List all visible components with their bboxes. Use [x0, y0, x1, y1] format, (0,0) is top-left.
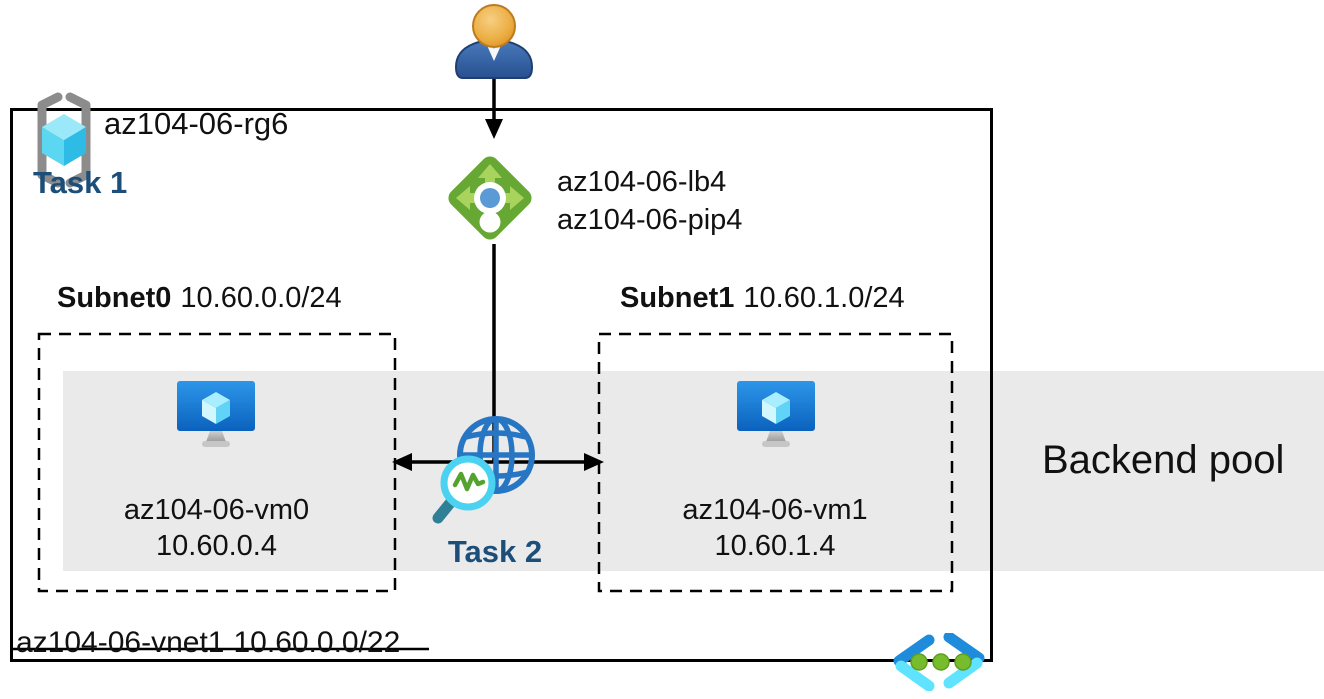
vm0-ip: 10.60.0.4 [156, 530, 277, 562]
subnet1-name: Subnet1 [620, 282, 735, 314]
vm1-ip: 10.60.1.4 [714, 530, 836, 562]
vm0-name: az104-06-vm0 [123, 494, 310, 526]
vnet-cidr: 10.60.0.0/22 [233, 626, 401, 659]
user-collar [485, 38, 503, 61]
vnet-name: az104-06-vnet1 [16, 626, 225, 659]
user-head [472, 4, 516, 48]
vm1-name: az104-06-vm1 [682, 494, 868, 526]
subnet0-cidr: 10.60.0.0/24 [180, 282, 342, 314]
vm1-label: az104-06-vm1 10.60.1.4 [598, 492, 952, 564]
task1-label: Task 1 [33, 165, 128, 200]
subnet1-cidr: 10.60.1.0/24 [743, 282, 905, 314]
user-icon [454, 4, 534, 79]
user-body [454, 38, 534, 79]
vm0-label: az104-06-vm0 10.60.0.4 [38, 492, 395, 564]
task2-label: Task 2 [447, 534, 543, 569]
subnet0-name: Subnet0 [57, 282, 172, 314]
resource-group-label: az104-06-rg6 [104, 106, 289, 141]
backend-pool-label: Backend pool [1042, 438, 1285, 482]
public-ip-name: az104-06-pip4 [557, 204, 743, 236]
load-balancer-name: az104-06-lb4 [557, 166, 727, 198]
resource-group-boundary [10, 108, 993, 662]
load-balancer-labels: az104-06-lb4 az104-06-pip4 [557, 163, 742, 239]
